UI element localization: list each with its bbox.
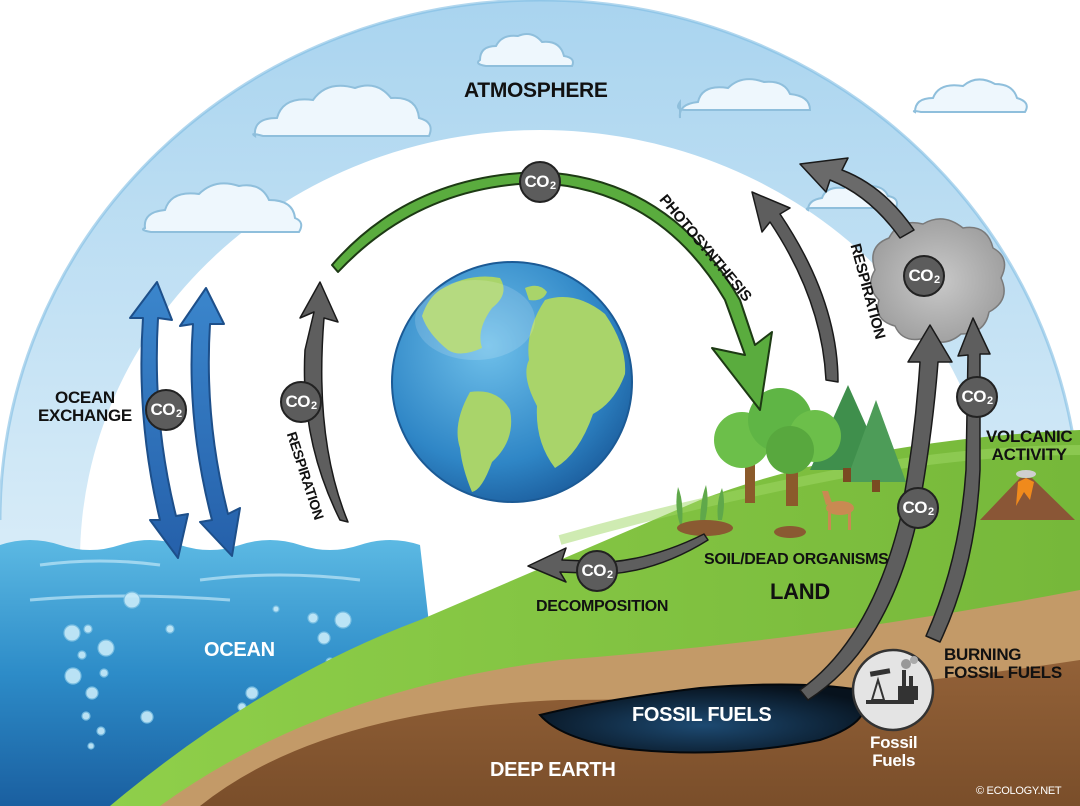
label-fossil-icon-line2: Fuels [872, 750, 916, 770]
earth-globe-icon [391, 261, 633, 503]
decomposition-arrow [527, 533, 709, 583]
label-burning-fossil-fuels: BURNING FOSSIL FUELS [944, 646, 1062, 682]
label-atmosphere: ATMOSPHERE [464, 79, 608, 102]
respiration-arrow-left [299, 281, 349, 523]
label-burning-line1: BURNING [944, 645, 1022, 664]
label-ocean-exchange-line1: OCEAN [55, 388, 115, 407]
soil-layer [150, 585, 1080, 806]
label-ocean-exchange: OCEAN EXCHANGE [38, 389, 132, 425]
fossil-fuel-plant-icon [851, 648, 935, 732]
deer-icon [822, 491, 854, 530]
label-burning-line2: FOSSIL FUELS [944, 662, 1062, 682]
photosynthesis-arrow [331, 171, 773, 411]
emission-arrow-atmosphere [799, 157, 915, 239]
label-volcanic-line1: VOLCANIC [986, 427, 1073, 446]
ocean-exchange-arrows [129, 281, 241, 559]
label-fossil-fuels-reservoir: FOSSIL FUELS [632, 704, 772, 726]
label-ocean-exchange-line2: EXCHANGE [38, 405, 132, 425]
land-grass [110, 430, 1080, 806]
forest-icon [714, 385, 906, 506]
cloud-icon [142, 33, 1028, 233]
credit-text: © ECOLOGY.NET [976, 785, 1062, 797]
label-volcanic-line2: ACTIVITY [991, 444, 1067, 464]
label-ocean: OCEAN [204, 639, 275, 661]
respiration-arrow-right [751, 191, 839, 383]
label-soil-dead-organisms: SOIL/DEAD ORGANISMS [704, 551, 889, 568]
label-deep-earth: DEEP EARTH [490, 759, 616, 781]
label-fossil-icon-line1: Fossil [870, 733, 918, 752]
bubbles [63, 591, 352, 750]
label-land: LAND [770, 579, 830, 604]
plants-icon [676, 485, 724, 525]
label-volcanic-activity: VOLCANIC ACTIVITY [986, 427, 1073, 464]
label-fossil-icon: Fossil Fuels [870, 733, 918, 770]
burning-fossil-fuel-arrow [799, 324, 953, 701]
soil-mound [677, 520, 733, 536]
label-decomposition: DECOMPOSITION [536, 598, 669, 615]
volcano-icon [980, 470, 1075, 520]
atmosphere-band [0, 0, 1080, 560]
